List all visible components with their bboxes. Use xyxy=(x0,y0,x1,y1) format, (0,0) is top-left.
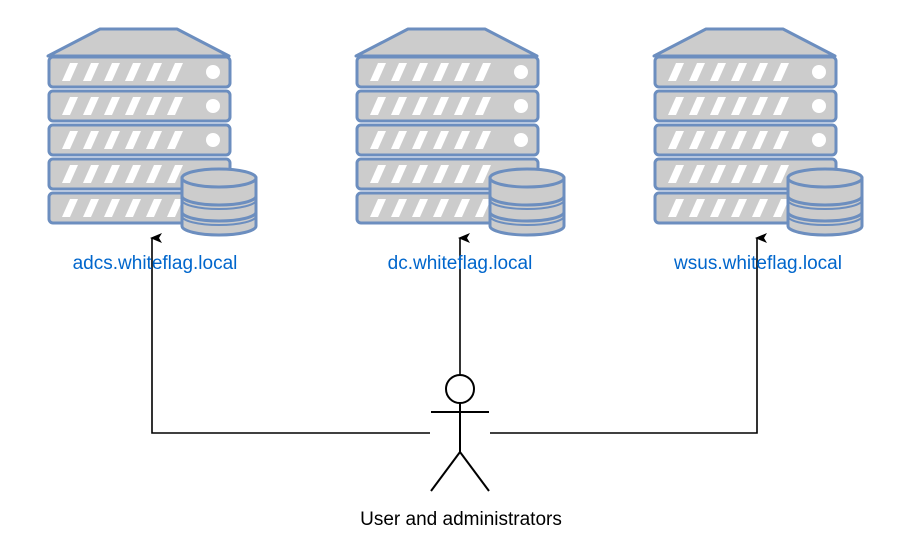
actor-head xyxy=(445,374,475,404)
database-icon xyxy=(180,167,258,237)
rack-unit xyxy=(47,55,232,89)
rack-unit xyxy=(355,123,540,157)
actor-stick-figure[interactable] xyxy=(430,374,490,492)
server-label-dc: dc.whiteflag.local xyxy=(387,253,533,274)
connector-wsus xyxy=(490,233,767,434)
database-icon xyxy=(488,167,566,237)
led-icon xyxy=(514,133,528,147)
led-icon xyxy=(206,133,220,147)
server-icon-dc[interactable] xyxy=(354,27,566,237)
database-icon xyxy=(786,167,864,237)
server-label-wsus: wsus.whiteflag.local xyxy=(674,253,842,274)
rack-unit xyxy=(47,123,232,157)
rack-unit xyxy=(653,123,838,157)
led-icon xyxy=(514,99,528,113)
server-top xyxy=(354,27,539,58)
rack-unit xyxy=(653,55,838,89)
actor-leg-left xyxy=(430,451,461,492)
led-icon xyxy=(514,65,528,79)
rack-unit xyxy=(47,89,232,123)
actor-leg-right xyxy=(459,451,490,492)
server-icon-wsus[interactable] xyxy=(652,27,864,237)
led-icon xyxy=(206,65,220,79)
rack-unit xyxy=(355,55,540,89)
rack-unit xyxy=(653,89,838,123)
connector-adcs xyxy=(150,233,430,434)
server-label-adcs: adcs.whiteflag.local xyxy=(72,253,238,274)
led-icon xyxy=(812,133,826,147)
led-icon xyxy=(812,65,826,79)
server-top xyxy=(652,27,837,58)
server-top xyxy=(46,27,231,58)
server-icon-adcs[interactable] xyxy=(46,27,258,237)
led-icon xyxy=(206,99,220,113)
led-icon xyxy=(812,99,826,113)
actor-label: User and administrators xyxy=(360,509,562,530)
rack-unit xyxy=(355,89,540,123)
